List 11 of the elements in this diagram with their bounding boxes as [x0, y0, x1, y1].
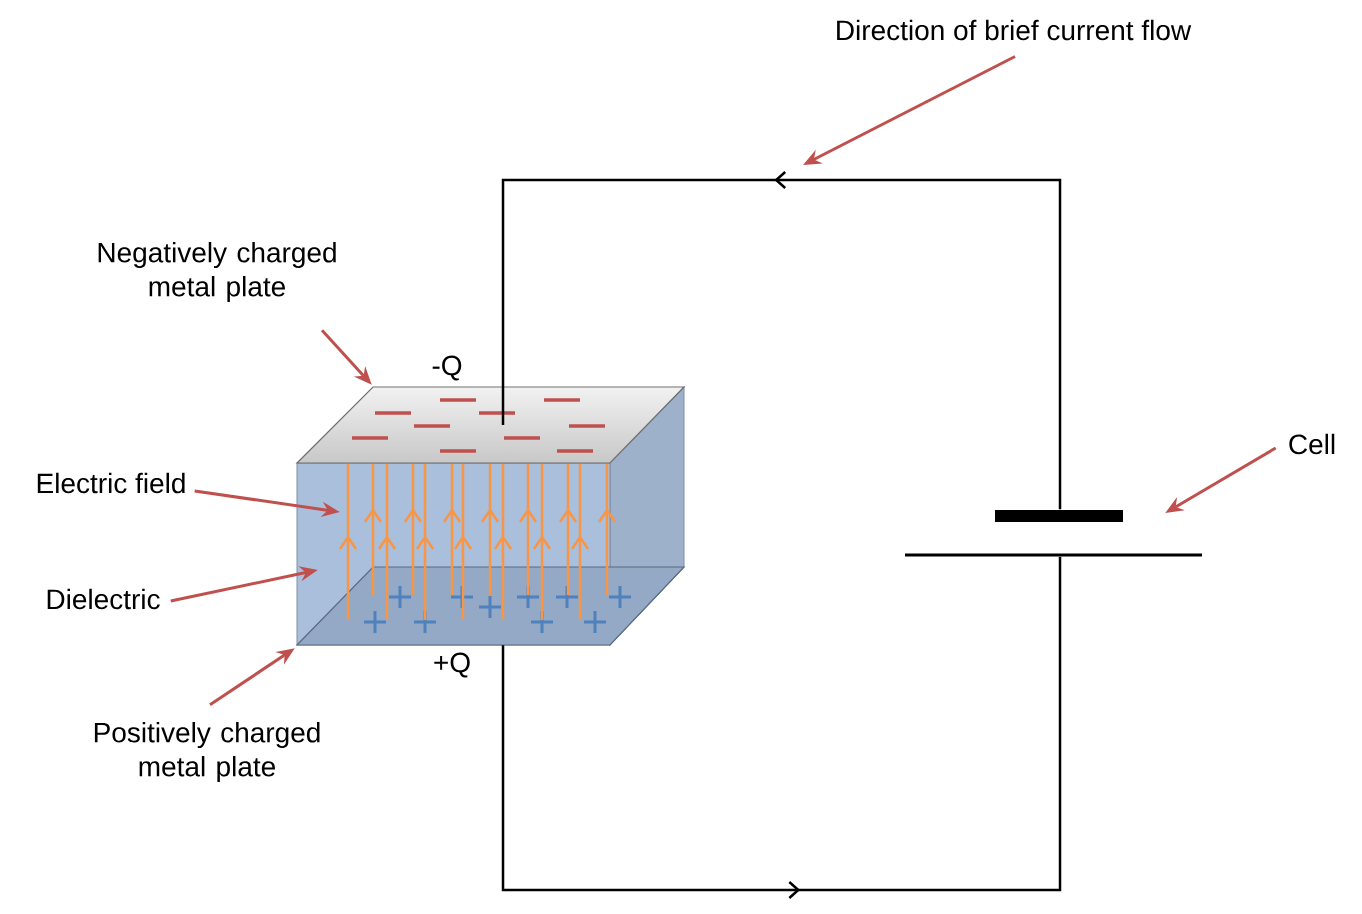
circuit-wire — [501, 171, 1062, 510]
circuit-wire — [501, 556, 1062, 899]
callout-label: Negatively charged metal plate — [98, 241, 336, 303]
callout-label: Direction of brief current flow — [837, 19, 1192, 41]
callout-label: Electric field — [37, 472, 185, 494]
callout-label: Positively charged metal plate — [94, 721, 320, 783]
callout-label: Dielectric — [47, 588, 160, 610]
cell-symbol — [905, 510, 1202, 557]
charge-label: +Q — [434, 652, 470, 678]
callout-label: Cell — [1289, 433, 1335, 455]
charge-label: -Q — [432, 355, 462, 381]
